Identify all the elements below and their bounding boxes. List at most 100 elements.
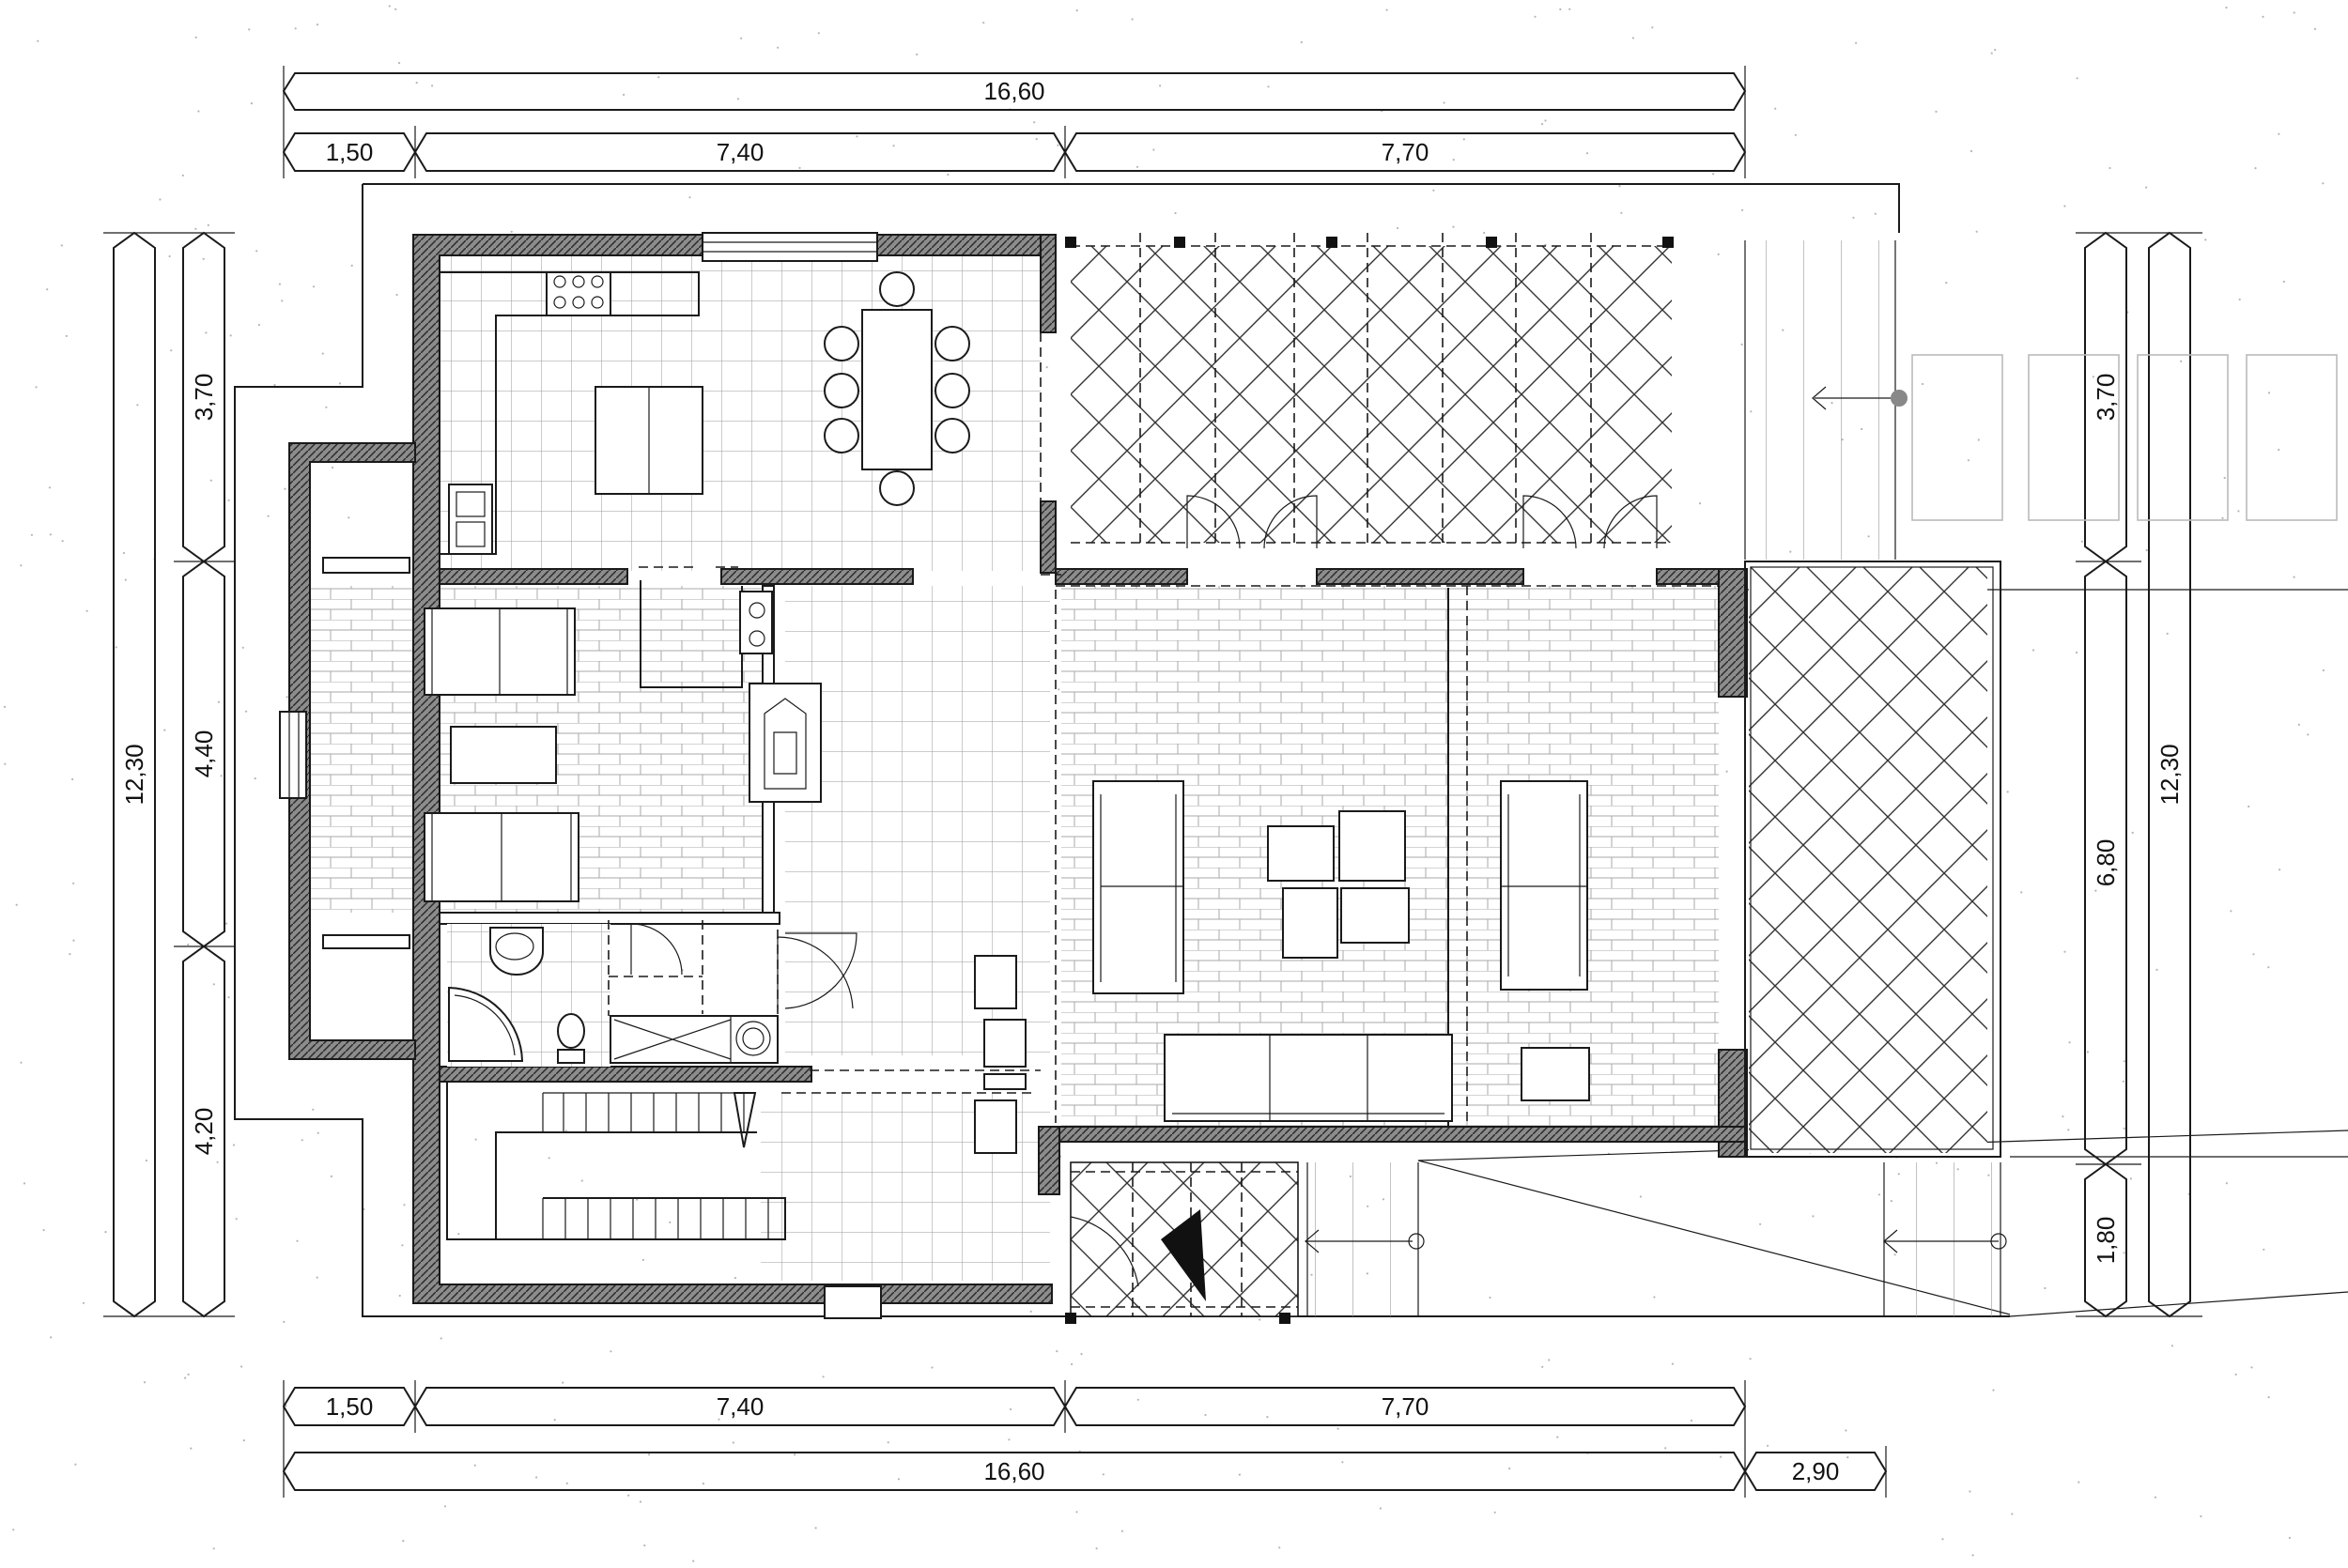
speckle-dot [1653, 1296, 1656, 1299]
speckle-dot [72, 882, 75, 884]
dim-left-seg-3: 4,20 [190, 1108, 218, 1156]
speckle-dot [69, 953, 71, 956]
speckle-dot [1033, 121, 1036, 124]
speckle-dot [37, 39, 39, 42]
speckle-dot [317, 1131, 319, 1134]
speckle-dot [897, 1478, 901, 1481]
speckle-dot [1855, 41, 1858, 44]
speckle-dot [23, 1182, 26, 1185]
speckle-dot [1698, 502, 1702, 505]
speckle-dot [2248, 805, 2250, 808]
speckle-dot [187, 943, 190, 946]
speckle-dot [2109, 166, 2111, 170]
speckle-dot [688, 196, 691, 199]
speckle-dot [325, 406, 328, 408]
sofa-right [1500, 780, 1588, 991]
speckle-dot [170, 349, 173, 352]
speckle-dot [227, 499, 230, 501]
speckle-dot [255, 250, 258, 253]
right-terrace [1744, 240, 2001, 1158]
speckle-dot [190, 1447, 193, 1450]
speckle-dot [254, 777, 256, 780]
top-dimension-chain: 16,60 1,50 7,40 7,70 [282, 66, 1747, 178]
speckle-dot [732, 1441, 734, 1444]
speckle-dot [1741, 208, 1744, 211]
speckle-dot [564, 1130, 567, 1132]
speckle-dot [562, 1381, 564, 1384]
entrance-arrow-icon [1161, 1209, 1206, 1301]
speckle-dot [184, 1376, 187, 1379]
speckle-dot [2278, 132, 2280, 135]
speckle-dot [718, 1418, 720, 1421]
speckle-dot [1975, 230, 1978, 233]
speckle-dot [2252, 953, 2255, 956]
speckle-dot [1774, 107, 1777, 110]
speckle-dot [248, 28, 251, 31]
speckle-dot [224, 922, 228, 925]
speckle-dot [2263, 1248, 2265, 1251]
speckle-dot [740, 37, 743, 39]
speckle-dot [2123, 1127, 2125, 1130]
speckle-dot [1740, 343, 1743, 346]
speckle-dot [1095, 1547, 1098, 1550]
speckle-dot [4, 705, 7, 709]
speckle-dot [1379, 1507, 1382, 1510]
speckle-dot [443, 1505, 447, 1508]
speckle-dot [1969, 1490, 1971, 1493]
speckle-dot [1559, 8, 1562, 11]
speckle-dot [610, 1350, 612, 1353]
speckle-dot [1462, 138, 1465, 141]
dining-table [824, 271, 970, 506]
dim-bottom-seg-1: 1,50 [326, 1392, 374, 1421]
speckle-dot [145, 1159, 147, 1162]
sofa-bottom-long [1164, 1034, 1453, 1122]
speckle-dot [2075, 651, 2078, 654]
speckle-dot [1720, 1455, 1722, 1458]
speckle-dot [1452, 159, 1455, 161]
speckle-dot [1852, 216, 1855, 219]
speckle-dot [85, 609, 88, 612]
speckle-dot [1967, 459, 1970, 462]
speckle-dot [312, 285, 316, 288]
speckle-dot [2225, 7, 2228, 9]
speckle-dot [2076, 77, 2078, 80]
speckle-dot [565, 1482, 568, 1484]
speckle-dot [1432, 189, 1435, 192]
speckle-dot [1994, 49, 1997, 52]
speckle-dot [2031, 649, 2035, 652]
site-outline [234, 183, 2348, 1317]
speckle-dot [1057, 144, 1059, 146]
sofa-left [1092, 780, 1184, 994]
dim-left-seg-1: 3,70 [190, 374, 218, 422]
speckle-dot [1493, 1511, 1496, 1514]
dim-left-seg-2: 4,40 [190, 730, 218, 778]
speckle-dot [648, 1453, 651, 1456]
bottom-dimension-chain: 1,50 7,40 7,70 16,60 2,90 [282, 1380, 1888, 1498]
windows [279, 232, 882, 1319]
speckle-dot [232, 1144, 236, 1146]
speckle-dot [734, 1277, 737, 1280]
speckle-dot [316, 1276, 318, 1279]
speckle-dot [283, 1320, 286, 1323]
speckle-dot [159, 198, 162, 201]
speckle-dot [60, 244, 63, 247]
speckle-dot [227, 996, 230, 999]
speckle-dot [1058, 688, 1060, 691]
speckle-dot [1877, 1193, 1880, 1196]
speckle-dot [1935, 110, 1938, 113]
speckle-dot [1131, 18, 1134, 21]
speckle-dot [2225, 1182, 2228, 1185]
speckle-dot [947, 173, 950, 177]
speckle-dot [281, 300, 284, 302]
entry-porch [1065, 1161, 2007, 1324]
speckle-dot [1812, 1215, 1815, 1218]
speckle-dot [241, 646, 244, 649]
speckle-dot [1136, 1398, 1139, 1401]
speckle-dot [1135, 165, 1139, 168]
hall-seat [974, 955, 1017, 1009]
speckle-dot [2092, 376, 2094, 378]
speckle-dot [398, 1294, 401, 1298]
speckle-dot [1489, 1296, 1491, 1299]
speckle-dot [553, 1419, 556, 1422]
speckle-dot [1075, 9, 1078, 12]
